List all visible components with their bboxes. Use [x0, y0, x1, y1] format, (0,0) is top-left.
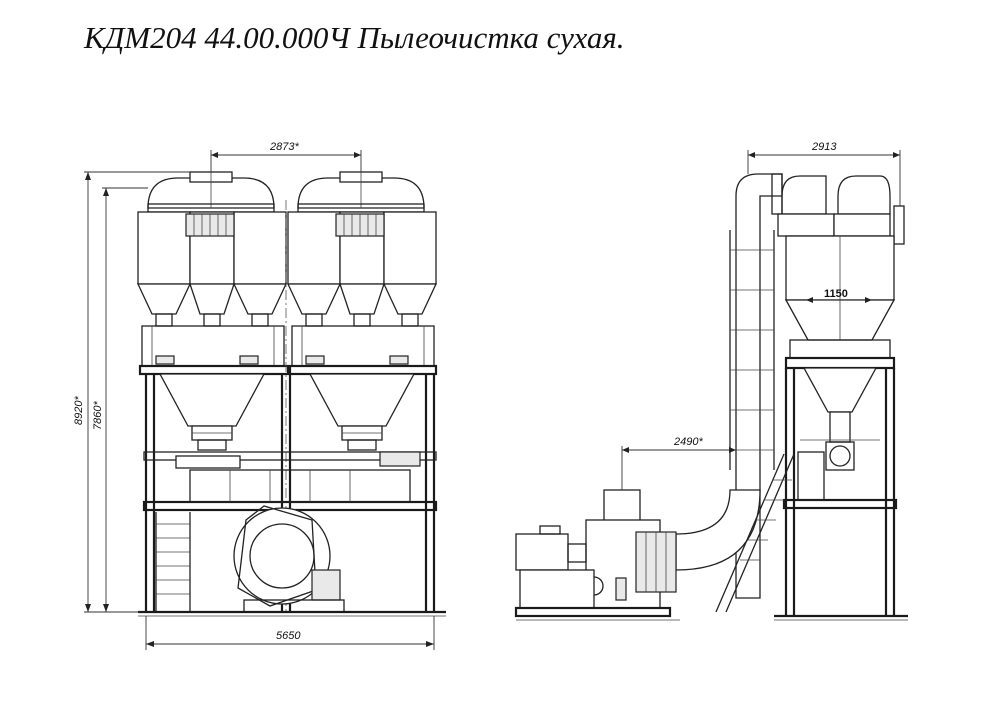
dim-side-width: 2913 — [747, 141, 901, 206]
front-view: 2873* 8920* 7860* 5650 — [73, 141, 446, 650]
dim-cyclone-height: 7860* — [92, 187, 148, 612]
dim-base-width: 5650 — [145, 616, 435, 650]
dim-base-width-label: 5650 — [276, 630, 301, 642]
side-view: 1150 — [514, 141, 908, 621]
dim-side-width-label: 2913 — [811, 141, 837, 153]
duct-riser — [675, 173, 783, 599]
dim-fan-offset: 2490* — [621, 436, 736, 490]
cyclone-unit-right — [286, 171, 438, 451]
drawing-title: КДМ204 44.00.000Ч Пылеочистка сухая. — [84, 20, 625, 55]
dim-top-spacing: 2873* — [210, 141, 362, 172]
support-frame — [138, 374, 446, 617]
cyclone-side: 1150 — [771, 173, 905, 471]
dim-fan-offset-label: 2490* — [673, 436, 703, 448]
dim-total-height: 8920* — [73, 171, 190, 613]
dim-top-spacing-label: 2873* — [269, 141, 299, 153]
dim-total-height-label: 8920* — [73, 396, 85, 425]
dim-cyclone-height-label: 7860* — [92, 401, 104, 430]
support-frame-side — [715, 368, 908, 621]
dim-cyclone-spacing-label: 1150 — [824, 288, 848, 300]
cyclone-unit-left — [136, 171, 290, 451]
fan-unit — [514, 489, 680, 621]
